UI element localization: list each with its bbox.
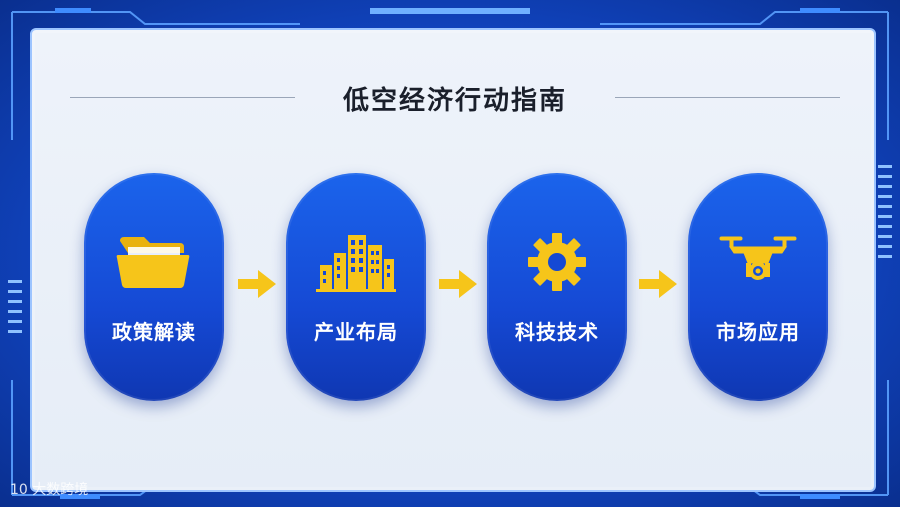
folder-icon xyxy=(116,237,190,288)
title-divider-right xyxy=(615,97,840,98)
step-policy: 政策解读 xyxy=(84,173,224,401)
step-industry: 产业布局 xyxy=(286,173,426,401)
page-title: 低空经济行动指南 xyxy=(342,86,567,116)
step-market: 市场应用 xyxy=(688,173,828,401)
buildings-icon xyxy=(316,235,396,292)
arrow-right-icon xyxy=(439,270,477,298)
step-label: 政策解读 xyxy=(112,320,196,344)
watermark: 10 大数跨境 xyxy=(10,479,88,499)
gear-icon xyxy=(528,233,586,291)
watermark-text: 大数跨境 xyxy=(32,482,89,498)
drone-icon xyxy=(719,236,797,280)
title-row: 低空经济行动指南 xyxy=(70,78,840,118)
watermark-logo: 10 xyxy=(10,482,28,498)
step-technology: 科技技术 xyxy=(487,173,627,401)
step-label: 市场应用 xyxy=(716,320,800,344)
step-label: 科技技术 xyxy=(515,320,599,344)
arrow-right-icon xyxy=(639,270,677,298)
arrow-right-icon xyxy=(238,270,276,298)
title-divider-left xyxy=(70,97,295,98)
step-label: 产业布局 xyxy=(314,320,398,344)
